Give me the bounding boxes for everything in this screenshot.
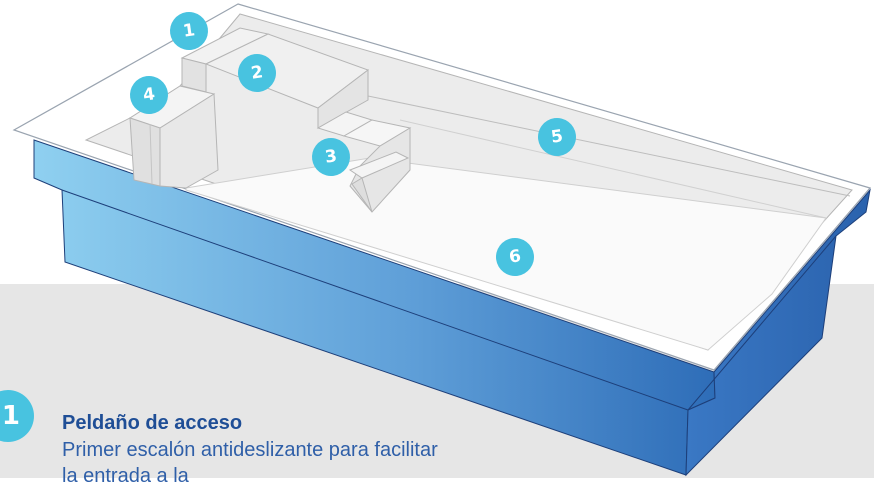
pool-illustration [12,3,872,477]
bench-edge [367,95,851,197]
pool-right-wall [685,188,871,477]
legend-description-continued: la entrada a la [62,465,189,487]
legend-title: Peldaño de acceso [62,412,243,434]
legend-description: Primer escalón antideslizante para facil… [62,439,438,461]
